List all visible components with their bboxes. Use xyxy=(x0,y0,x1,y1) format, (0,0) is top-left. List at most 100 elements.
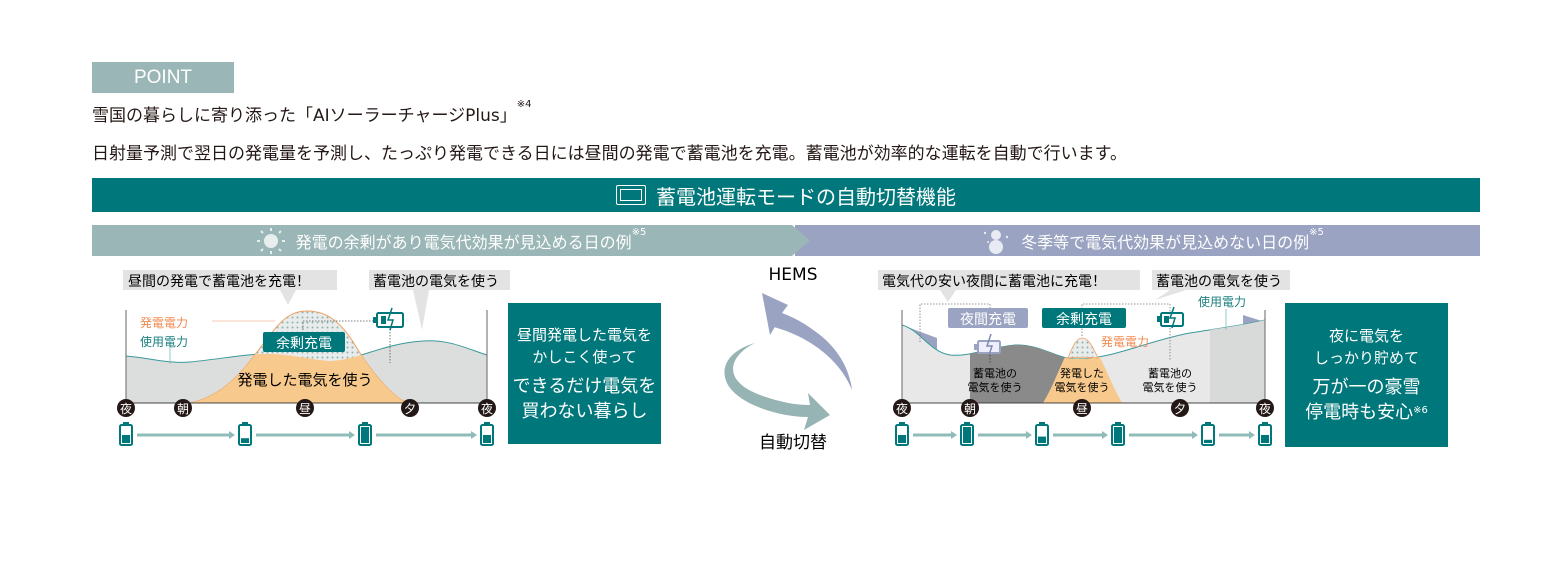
battery-level-icon xyxy=(1201,422,1215,446)
summary-emphasis: 買わない暮らし xyxy=(521,400,648,422)
surplus-area xyxy=(1067,337,1099,359)
battery-level-icon xyxy=(480,422,494,446)
footnote-mark: ※5 xyxy=(631,226,647,238)
svg-text:夜: 夜 xyxy=(120,401,132,416)
battery-level-icon xyxy=(358,422,372,446)
usage-label: 使用電力 xyxy=(1198,294,1246,309)
time-marker: 夜 xyxy=(478,399,496,417)
header-text: 冬季等で電気代効果が見込めない日の例 xyxy=(1021,232,1310,252)
battery-use-label: 電気を使う xyxy=(1143,380,1198,394)
surplus-label: 余剰充電 xyxy=(1056,311,1112,328)
header-text: 発電の余剰があり電気代効果が見込める日の例 xyxy=(295,232,632,252)
footnote-mark: ※5 xyxy=(1309,226,1324,238)
point-badge: POINT xyxy=(92,62,234,93)
battery-level-icon xyxy=(1111,422,1125,446)
summary-line: かしこく使って xyxy=(532,347,637,366)
svg-text:夜: 夜 xyxy=(481,401,493,416)
svg-text:夜: 夜 xyxy=(896,401,908,416)
battery-level-icon xyxy=(119,422,133,446)
arrow-icon xyxy=(978,431,1032,439)
callout-use-battery: 蓄電池の電気を使う xyxy=(373,273,499,290)
time-marker: 朝 xyxy=(174,399,192,417)
time-marker: 夜 xyxy=(117,399,135,417)
time-marker: 夜 xyxy=(893,399,911,417)
heading-title: 雪国の暮らしに寄り添った「AIソーラーチャージPlus」※4 xyxy=(92,99,532,126)
sunny-day-chart: 昼間の発電で蓄電池を充電！ 蓄電池の電気を使う 発電電力 使用電力 余剰充電 発… xyxy=(117,270,510,446)
battery-level-icon xyxy=(1258,422,1272,446)
battery-charging-icon xyxy=(373,307,404,331)
battery-level-icon xyxy=(238,422,252,446)
surplus-badge xyxy=(263,332,345,352)
battery-charging-icon xyxy=(1157,306,1184,329)
time-marker: 朝 xyxy=(961,399,979,417)
heading-text: 雪国の暮らしに寄り添った「AIソーラーチャージPlus」 xyxy=(92,106,517,126)
winter-day-chart: 電気代の安い夜間に蓄電池に充電！ 蓄電池の電気を使う 夜間充電 余剰充電 使用電… xyxy=(878,270,1290,446)
callout-box xyxy=(1152,270,1290,290)
arrow-icon xyxy=(1053,431,1108,439)
switch-arrow-lower-icon xyxy=(724,343,830,430)
callout-charge: 昼間の発電で蓄電池を充電！ xyxy=(128,274,310,290)
sunny-day-header: 発電の余剰があり電気代効果が見込める日の例※5 xyxy=(92,225,810,256)
battery-use-label: 電気を使う xyxy=(968,380,1023,394)
summary-emphasis: できるだけ電気を xyxy=(512,375,657,397)
svg-text:昼: 昼 xyxy=(1076,402,1088,416)
usage-label: 使用電力 xyxy=(140,334,188,349)
winter-summary-box: 夜に電気を しっかり貯めて 万が一の豪雪 停電時も安心※6 xyxy=(1285,303,1448,447)
callout-use-battery: 蓄電池の電気を使う xyxy=(1156,273,1282,290)
battery-level-icon xyxy=(895,422,909,446)
battery-use-label: 蓄電池の xyxy=(973,367,1017,380)
surplus-label: 余剰充電 xyxy=(276,335,332,352)
sunny-summary-box: 昼間発電した電気を かしこく使って できるだけ電気を 買わない暮らし xyxy=(508,303,661,444)
banner-title: 蓄電池運転モードの自動切替機能 xyxy=(656,184,956,209)
callout-box xyxy=(369,270,510,290)
heading-description: 日射量予測で翌日の発電量を予測し、たっぷり発電できる日には昼間の発電で蓄電池を充… xyxy=(92,144,1127,164)
svg-text:夜: 夜 xyxy=(1259,401,1271,416)
sun-icon xyxy=(256,227,285,254)
battery-unit-icon xyxy=(616,185,646,205)
arrow-icon xyxy=(256,431,355,439)
surplus-badge xyxy=(1042,308,1126,328)
footnote-mark: ※6 xyxy=(1413,405,1428,416)
feature-banner: 蓄電池運転モードの自動切替機能 xyxy=(92,178,1480,212)
auto-switch-label: 自動切替 xyxy=(759,433,827,453)
arrow-icon xyxy=(376,431,477,439)
footnote-mark: ※4 xyxy=(516,99,532,110)
callout-box xyxy=(123,270,337,290)
battery-use-area-evening xyxy=(1210,320,1265,403)
auto-switch-diagram: HEMS 自動切替 xyxy=(724,265,852,453)
summary-line: 夜に電気を xyxy=(1328,327,1404,345)
summary-line: 昼間発電した電気を xyxy=(516,325,652,344)
night-charge-badge xyxy=(948,308,1028,328)
arrow-icon xyxy=(1129,431,1198,439)
winter-day-header: 冬季等で電気代効果が見込めない日の例※5 xyxy=(795,225,1480,256)
battery-level-icon xyxy=(1035,422,1049,446)
callout-night-charge: 電気代の安い夜間に蓄電池に充電！ xyxy=(882,274,1106,290)
time-marker: 夕 xyxy=(401,399,419,417)
generation-use-label: 発電した xyxy=(1060,366,1104,380)
svg-text:朝: 朝 xyxy=(177,402,189,416)
arrow-icon xyxy=(913,431,957,439)
night-charge-label: 夜間充電 xyxy=(960,312,1016,328)
arrow-icon xyxy=(137,431,235,439)
time-marker: 夕 xyxy=(1171,399,1189,417)
svg-text:昼: 昼 xyxy=(299,402,311,416)
snowman-icon xyxy=(983,229,1009,254)
summary-emphasis: 万が一の豪雪 xyxy=(1312,377,1421,398)
battery-level-icon xyxy=(960,422,974,446)
svg-text:夕: 夕 xyxy=(1174,402,1186,416)
hems-label: HEMS xyxy=(769,265,818,285)
svg-text:朝: 朝 xyxy=(964,402,976,416)
generation-use-label: 電気を使う xyxy=(1055,380,1110,394)
summary-line: しっかり貯めて xyxy=(1313,349,1419,367)
generation-label: 発電電力 xyxy=(1101,335,1149,349)
svg-text:夕: 夕 xyxy=(404,402,416,416)
callout-box xyxy=(878,270,1140,290)
generation-label: 発電電力 xyxy=(140,316,188,330)
time-marker: 昼 xyxy=(296,399,314,417)
time-marker: 夜 xyxy=(1256,399,1274,417)
battery-charging-icon xyxy=(974,333,1001,356)
arrow-icon xyxy=(1219,431,1255,439)
use-generation-label: 発電した電気を使う xyxy=(237,371,372,389)
battery-use-label: 蓄電池の xyxy=(1148,367,1192,380)
time-marker: 昼 xyxy=(1073,399,1091,417)
